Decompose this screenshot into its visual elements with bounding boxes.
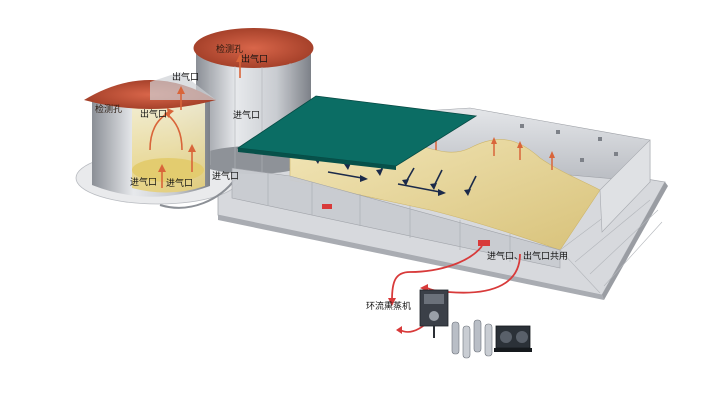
- slab-front-edge: [218, 215, 604, 300]
- warehouse-roof: [236, 95, 478, 167]
- gas-cylinders: [451, 319, 493, 359]
- circulation-fumigator-machine: [419, 289, 449, 338]
- back-wall-vents: [520, 124, 618, 162]
- label-inspection-hole-right: 检测孔: [216, 45, 244, 55]
- label-circulation-fumigator: 环流熏蒸机: [366, 302, 412, 312]
- label-inlet-left-a: 进气口: [130, 178, 158, 188]
- label-outlet-left-top: 出气口: [172, 73, 200, 83]
- shared-port-marker: [478, 240, 490, 246]
- label-outlet-left-inner: 出气口: [140, 110, 168, 120]
- left-silo-grain-floor: [132, 158, 204, 182]
- right-partition-wall: [599, 139, 651, 233]
- pump-unit: [494, 325, 532, 352]
- left-silo-roof-cut: [150, 72, 216, 100]
- floor-grid: [559, 189, 663, 294]
- slab-right-edge: [602, 182, 668, 300]
- front-wall-red-port: [322, 204, 332, 209]
- label-outlet-right-top: 出气口: [241, 55, 269, 65]
- right-silo-roof: [193, 28, 314, 68]
- label-inlet-outlet-shared: 进气口、出气口共用: [487, 252, 569, 262]
- label-inspection-hole-left: 检测孔: [95, 105, 123, 115]
- label-inlet-right-tank: 进气口: [233, 111, 261, 121]
- label-inlet-left-c: 进气口: [212, 172, 240, 182]
- label-inlet-left-b: 进气口: [166, 179, 194, 189]
- front-wall-panels: [267, 173, 511, 262]
- connecting-pipe: [159, 177, 237, 209]
